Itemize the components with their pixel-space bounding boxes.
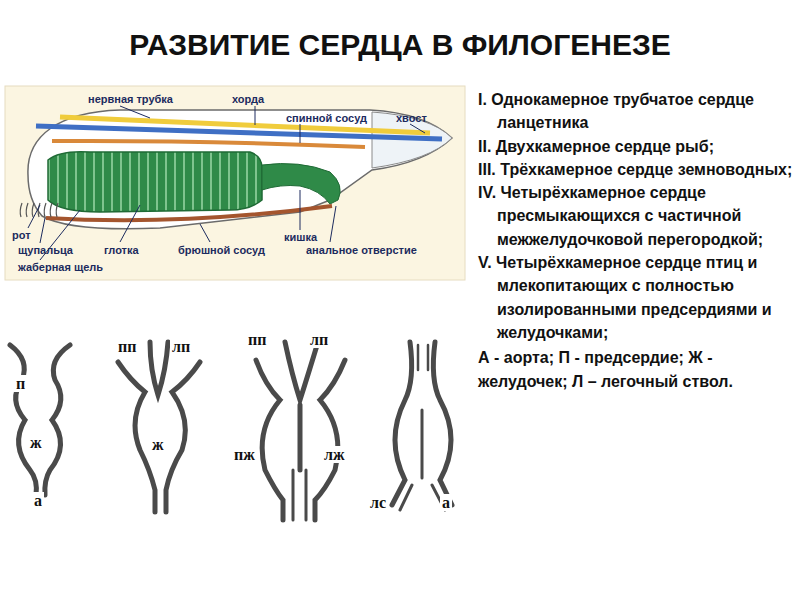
heart-label: лж [322, 446, 347, 463]
dorsal-vessel [52, 141, 365, 147]
leader-lines [28, 106, 425, 260]
heart-figures [10, 342, 452, 520]
part-label: спинной сосуд [286, 112, 367, 125]
lancelet-body [28, 110, 452, 229]
part-label: брюшной сосуд [178, 244, 265, 257]
lancelet-panel [5, 86, 465, 280]
part-label: нервная трубка [88, 93, 173, 106]
intestine [262, 164, 340, 204]
list-item: III. Трёхкамерное сердце земноводных; [478, 158, 796, 181]
part-label: жаберная щель [18, 261, 103, 274]
ventral-vessel [46, 206, 332, 220]
part-label: рот [12, 229, 31, 242]
abbreviation-note: А - аорта; П - предсердие; Ж - желудочек… [478, 346, 796, 393]
list-item: IV. Четырёхкамерное сердце пресмыкающихс… [478, 181, 796, 251]
heart-label: пж [232, 446, 257, 463]
list-item: II. Двухкамерное сердце рыб; [478, 135, 796, 158]
part-label: кишка [284, 231, 317, 244]
part-label: глотка [104, 244, 139, 257]
list-item: I. Однокамерное трубчатое сердце ланцетн… [478, 88, 796, 135]
heart-label: а [440, 494, 452, 511]
heart-label: ж [150, 436, 166, 453]
heart-label: п [14, 375, 27, 392]
part-label: анальное отверстие [306, 244, 417, 257]
heart-label: пп [246, 331, 268, 348]
tentacles [20, 203, 58, 217]
heart-label: ж [28, 434, 44, 451]
legend-column: I. Однокамерное трубчатое сердце ланцетн… [478, 88, 796, 393]
notochord [36, 126, 442, 139]
part-label: хорда [232, 93, 264, 106]
heart-label: пп [116, 338, 138, 355]
part-label: хвост [396, 112, 427, 125]
pharynx [48, 152, 262, 212]
heart-label: лп [170, 338, 192, 355]
heart-label: лс [368, 494, 388, 511]
part-label: щупальца [18, 244, 73, 257]
title: РАЗВИТИЕ СЕРДЦА В ФИЛОГЕНЕЗЕ [0, 28, 800, 62]
heart-label: а [32, 492, 44, 509]
heart-label: лп [308, 331, 330, 348]
list-item: V. Четырёхкамерное сердце птиц и млекопи… [478, 251, 796, 344]
